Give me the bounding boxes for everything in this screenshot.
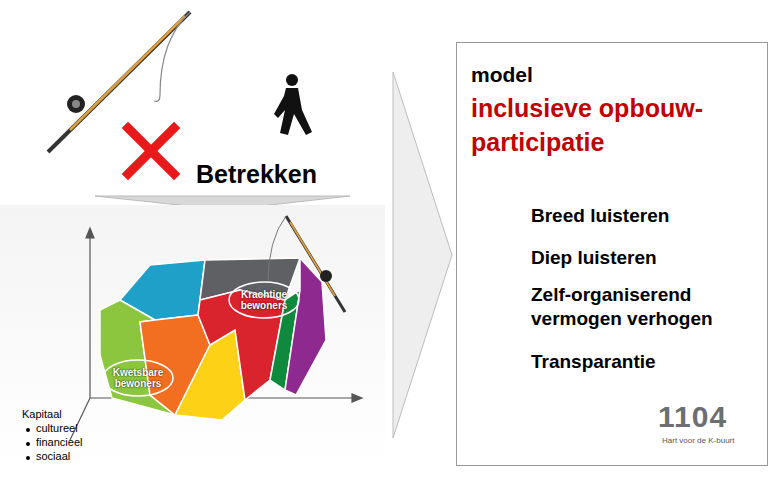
- check-item: Breed luisteren: [531, 205, 669, 227]
- group-ellipse: Kwetsbare bewoners: [102, 359, 174, 397]
- red-cross: [128, 128, 174, 174]
- check-item: Zelf-organiserend vermogen verhogen: [531, 283, 761, 331]
- logo-tagline: Hart voor de K-buurt: [662, 436, 734, 445]
- right-chevron: [393, 72, 452, 438]
- bullet-dot: [26, 456, 30, 460]
- panel-heading: model: [471, 63, 533, 87]
- axis-item: sociaal: [36, 450, 70, 462]
- group-label: Kwetsbare bewoners: [110, 367, 166, 389]
- check-item: Diep luisteren: [531, 247, 657, 269]
- capital-blob: [100, 258, 326, 420]
- bullet-dot: [26, 428, 30, 432]
- panel-title: inclusieve opbouw-participatie: [471, 91, 751, 159]
- group-ellipse: Krachtige bewoners: [228, 281, 300, 319]
- axis-item: financieel: [36, 436, 82, 448]
- axis-title: Kapitaal: [22, 408, 62, 420]
- bullet-dot: [26, 442, 30, 446]
- walking-person: [274, 74, 312, 135]
- axis-item: cultureel: [36, 422, 78, 434]
- logo-number: 1104: [658, 400, 727, 434]
- axes: [70, 228, 362, 440]
- check-item: Transparantie: [531, 351, 656, 373]
- panel-ground: [0, 205, 385, 470]
- action-label: Betrekken: [196, 160, 317, 189]
- group-label: Krachtige bewoners: [236, 289, 292, 311]
